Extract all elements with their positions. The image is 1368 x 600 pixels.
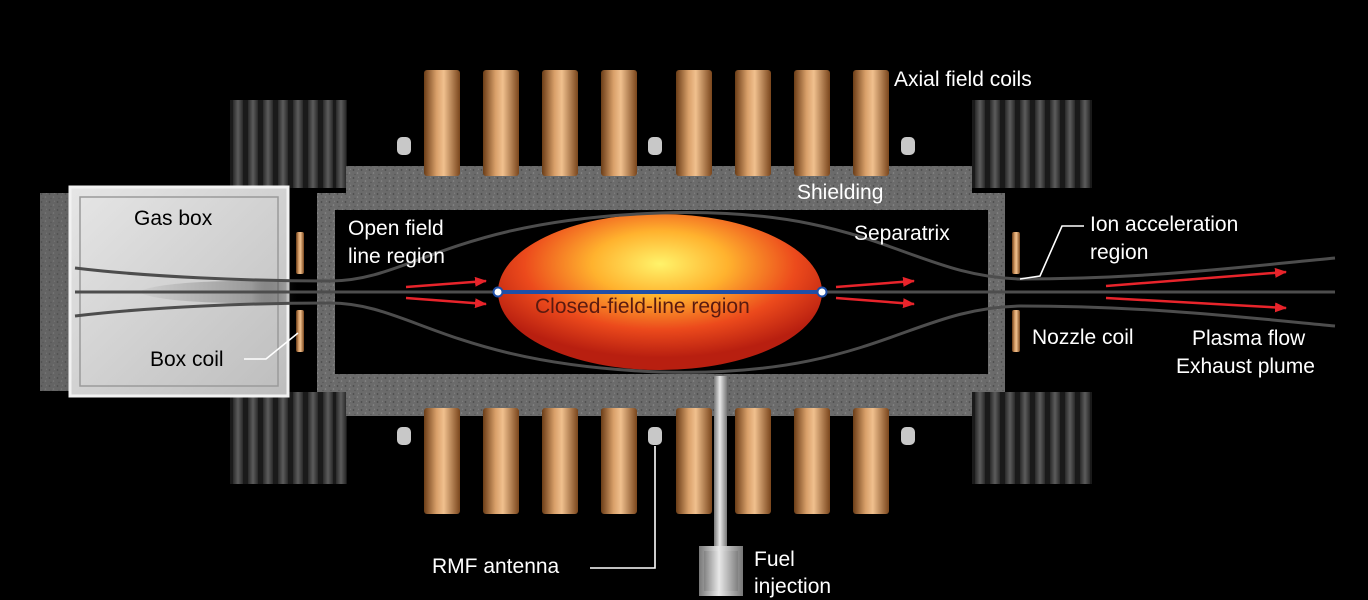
label-shielding: Shielding	[797, 181, 883, 204]
axial-field-coils-top	[424, 70, 889, 176]
label-open-field-line-2: line region	[348, 245, 445, 268]
label-separatrix: Separatrix	[854, 222, 950, 245]
axial-field-coils-bottom	[424, 408, 889, 514]
label-axial-field-coils: Axial field coils	[894, 68, 1032, 91]
label-fuel-injection-1: Fuel	[754, 548, 795, 571]
rmf-antenna-elements	[397, 137, 915, 445]
separatrix-axis	[492, 286, 828, 298]
fuel-injection-system	[699, 376, 743, 596]
label-gas-box: Gas box	[134, 207, 213, 230]
label-ion-acceleration-2: region	[1090, 241, 1148, 264]
label-plasma-flow: Plasma flow	[1192, 327, 1306, 350]
label-exhaust-plume: Exhaust plume	[1176, 355, 1315, 378]
nozzle-coil	[1012, 232, 1020, 352]
label-box-coil: Box coil	[150, 348, 224, 371]
label-open-field-line-1: Open field	[348, 217, 444, 240]
label-fuel-injection-2: injection	[754, 575, 831, 598]
label-nozzle-coil: Nozzle coil	[1032, 326, 1134, 349]
right-end-coils	[972, 100, 1092, 484]
label-ion-acceleration-1: Ion acceleration	[1090, 213, 1238, 236]
box-coil	[296, 232, 304, 352]
label-rmf-antenna: RMF antenna	[432, 555, 560, 578]
plasma-flow-arrows	[405, 267, 1287, 313]
label-closed-field-line: Closed-field-line region	[535, 295, 750, 318]
leader-lines	[244, 225, 1084, 569]
left-end-coils	[230, 100, 347, 484]
shielding	[317, 166, 1005, 416]
